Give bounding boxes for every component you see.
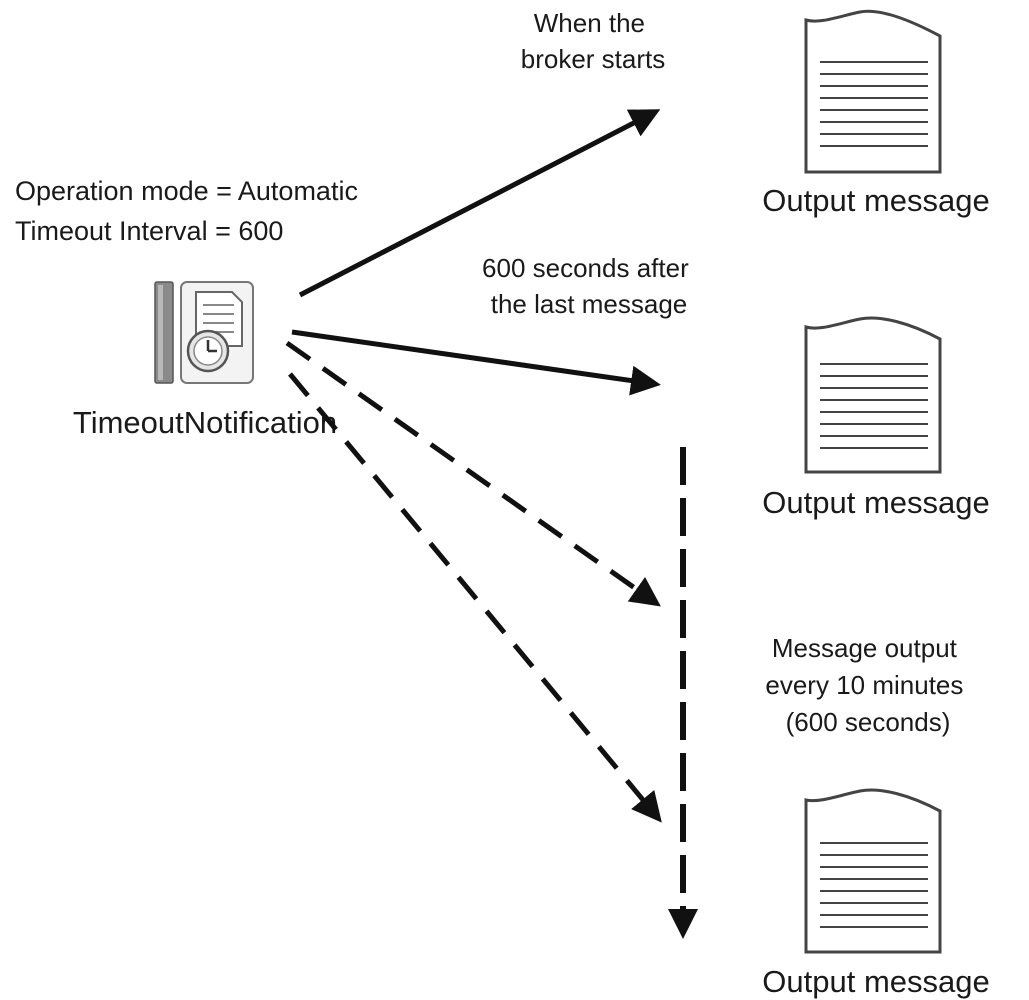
output-message-label: Output message xyxy=(762,485,989,520)
output-message-3: Output message xyxy=(762,788,990,999)
repeat-output-arrow-2 xyxy=(288,372,662,823)
after-last-message-arrow xyxy=(291,329,661,396)
node-name-label: TimeoutNotification xyxy=(73,405,337,440)
document-icon xyxy=(804,9,942,174)
repeat-output-arrow-1 xyxy=(285,340,661,607)
output-message-1: Output message xyxy=(762,9,990,218)
repeat-interval-label: Message output every 10 minutes (600 sec… xyxy=(765,633,970,737)
after-last-message-label: 600 seconds after the last message xyxy=(482,253,696,319)
document-icon xyxy=(804,788,942,954)
output-message-label: Output message xyxy=(762,964,989,999)
broker-start-arrow xyxy=(298,109,661,298)
output-message-label: Output message xyxy=(762,183,989,218)
document-icon xyxy=(804,316,942,474)
operation-mode-label: Operation mode = Automatic xyxy=(15,176,358,206)
timeout-interval-label: Timeout Interval = 600 xyxy=(15,216,283,246)
output-message-2: Output message xyxy=(762,316,990,520)
broker-starts-label: When the broker starts xyxy=(521,8,666,74)
timeout-notification-node-icon[interactable] xyxy=(154,281,254,384)
